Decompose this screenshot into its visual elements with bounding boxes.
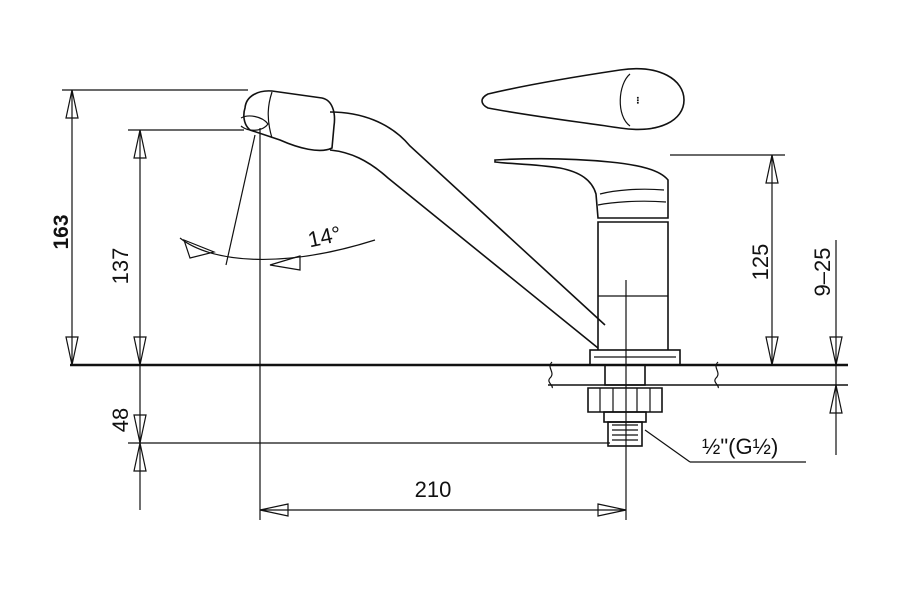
dim-deck-thickness: 9‒25 <box>810 248 835 297</box>
extension-lines <box>62 89 806 520</box>
dim-spout-height: 137 <box>108 248 133 285</box>
under-deck-fitting <box>587 364 663 447</box>
countertop <box>70 361 848 389</box>
dimension-labels: 163 137 48 125 9‒25 210 14° ½ʺ(G½) <box>50 214 835 502</box>
dim-reach: 210 <box>415 477 452 502</box>
handle-brand-mark: ▪▪▪ <box>635 96 642 104</box>
dim-angle: 14° <box>306 221 344 252</box>
dim-overall-height: 163 <box>50 214 73 249</box>
dim-thread: ½ʺ(G½) <box>702 434 778 459</box>
faucet-spout <box>240 90 606 349</box>
faucet-body <box>494 157 681 366</box>
dimension-lines <box>65 89 843 517</box>
handle-top-view: ▪▪▪ <box>481 68 685 131</box>
dim-below-deck: 48 <box>108 408 133 432</box>
dim-body-height: 125 <box>748 244 773 281</box>
